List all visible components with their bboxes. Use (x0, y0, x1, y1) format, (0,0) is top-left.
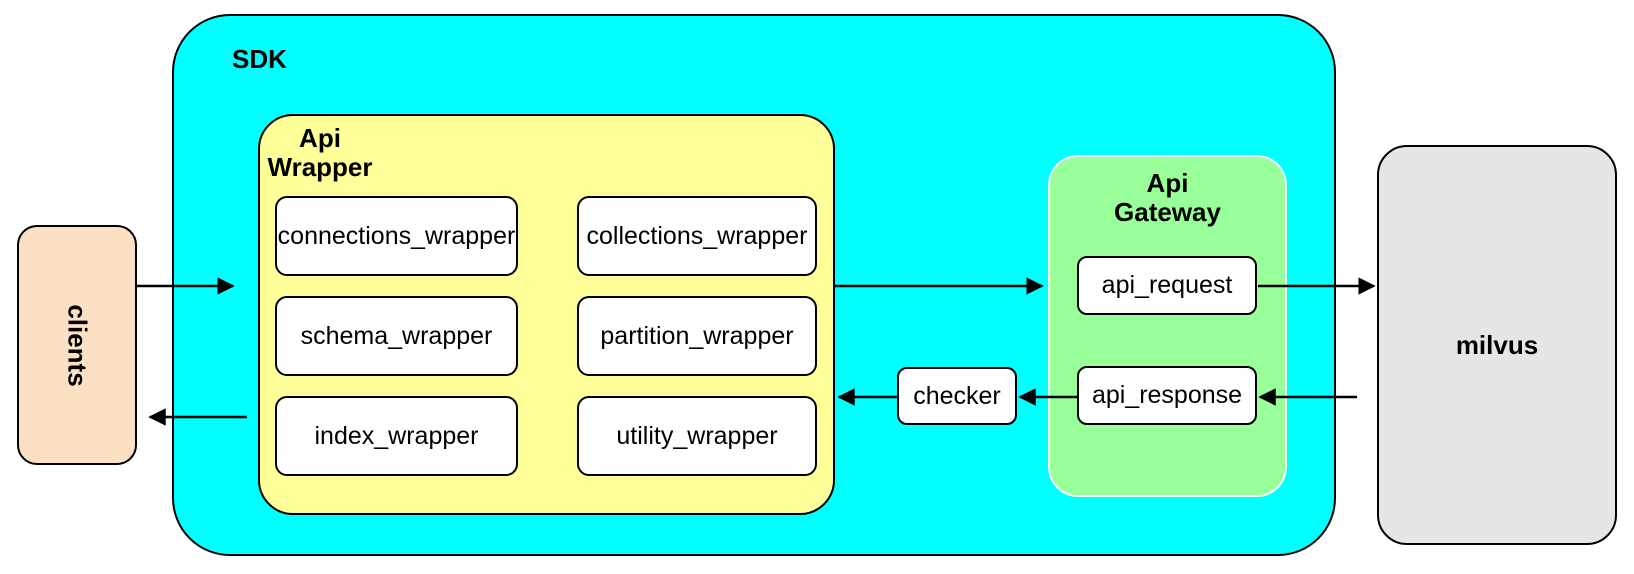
api-request-label: api_request (1101, 271, 1233, 299)
api-wrapper-label: Api Wrapper (267, 123, 373, 182)
schema-wrapper-node: schema_wrapper (275, 296, 518, 376)
connections-wrapper-node: connections_wrapper (275, 196, 518, 276)
partition-wrapper-node: partition_wrapper (577, 296, 817, 376)
schema-wrapper-label: schema_wrapper (300, 321, 493, 350)
api-gateway-label: Api Gateway (1114, 168, 1221, 227)
index-wrapper-node: index_wrapper (275, 396, 518, 476)
utility-wrapper-label: utility_wrapper (616, 421, 778, 450)
api-response-node: api_response (1077, 366, 1257, 425)
api-request-node: api_request (1077, 256, 1257, 315)
checker-label: checker (913, 381, 1001, 410)
clients-label: clients (62, 303, 93, 387)
utility-wrapper-node: utility_wrapper (577, 396, 817, 476)
checker-node: checker (897, 367, 1017, 425)
partition-wrapper-label: partition_wrapper (600, 321, 794, 350)
sdk-label: SDK (232, 44, 287, 74)
index-wrapper-label: index_wrapper (314, 421, 479, 450)
clients-node: clients (17, 225, 137, 465)
collections-wrapper-node: collections_wrapper (577, 196, 817, 276)
milvus-label: milvus (1455, 329, 1539, 360)
api-response-label: api_response (1091, 381, 1243, 409)
connections-wrapper-label: connections_wrapper (277, 221, 516, 250)
collections-wrapper-label: collections_wrapper (586, 221, 808, 250)
milvus-node: milvus (1377, 145, 1617, 545)
api-gateway-container: Api Gateway (1048, 155, 1287, 497)
